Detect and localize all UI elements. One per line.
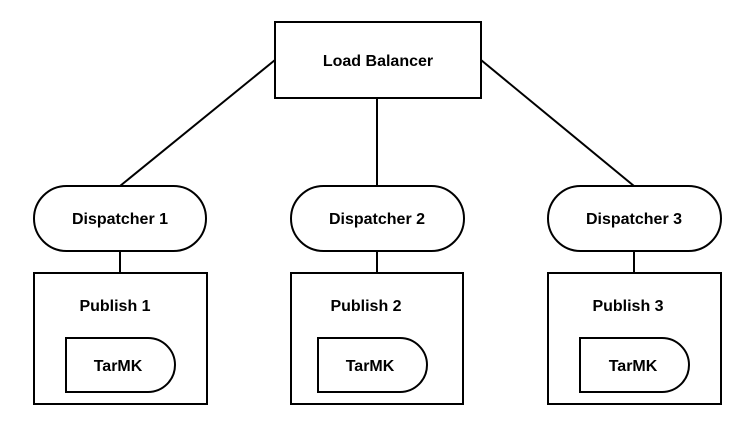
dispatcher-1-pill bbox=[33, 185, 207, 252]
publish-1-label: Publish 1 bbox=[79, 298, 150, 315]
tarmk-2-store bbox=[317, 337, 428, 393]
connector-lb-dispatcher-1 bbox=[119, 59, 276, 187]
load-balancer-label: Load Balancer bbox=[323, 53, 433, 70]
dispatcher-1-label: Dispatcher 1 bbox=[72, 211, 168, 228]
tarmk-3-label: TarMK bbox=[609, 358, 658, 375]
connector-lb-dispatcher-3 bbox=[480, 59, 635, 187]
dispatcher-3-pill bbox=[547, 185, 722, 252]
node-2: Dispatcher 2 Publish 2 TarMK bbox=[290, 185, 465, 405]
publish-3-label: Publish 3 bbox=[592, 298, 663, 315]
node-1: Dispatcher 1 Publish 1 TarMK bbox=[33, 185, 208, 405]
dispatcher-2-label: Dispatcher 2 bbox=[329, 211, 425, 228]
tarmk-1-label: TarMK bbox=[94, 358, 143, 375]
dispatcher-2-pill bbox=[290, 185, 465, 252]
tarmk-2-label: TarMK bbox=[346, 358, 395, 375]
node-3: Dispatcher 3 Publish 3 TarMK bbox=[547, 185, 722, 405]
load-balancer-box bbox=[274, 21, 482, 99]
publish-2-label: Publish 2 bbox=[330, 298, 401, 315]
load-balancer-node: Load Balancer bbox=[274, 21, 482, 99]
tarmk-3-store bbox=[579, 337, 690, 393]
dispatcher-3-label: Dispatcher 3 bbox=[586, 211, 682, 228]
tarmk-1-store bbox=[65, 337, 176, 393]
